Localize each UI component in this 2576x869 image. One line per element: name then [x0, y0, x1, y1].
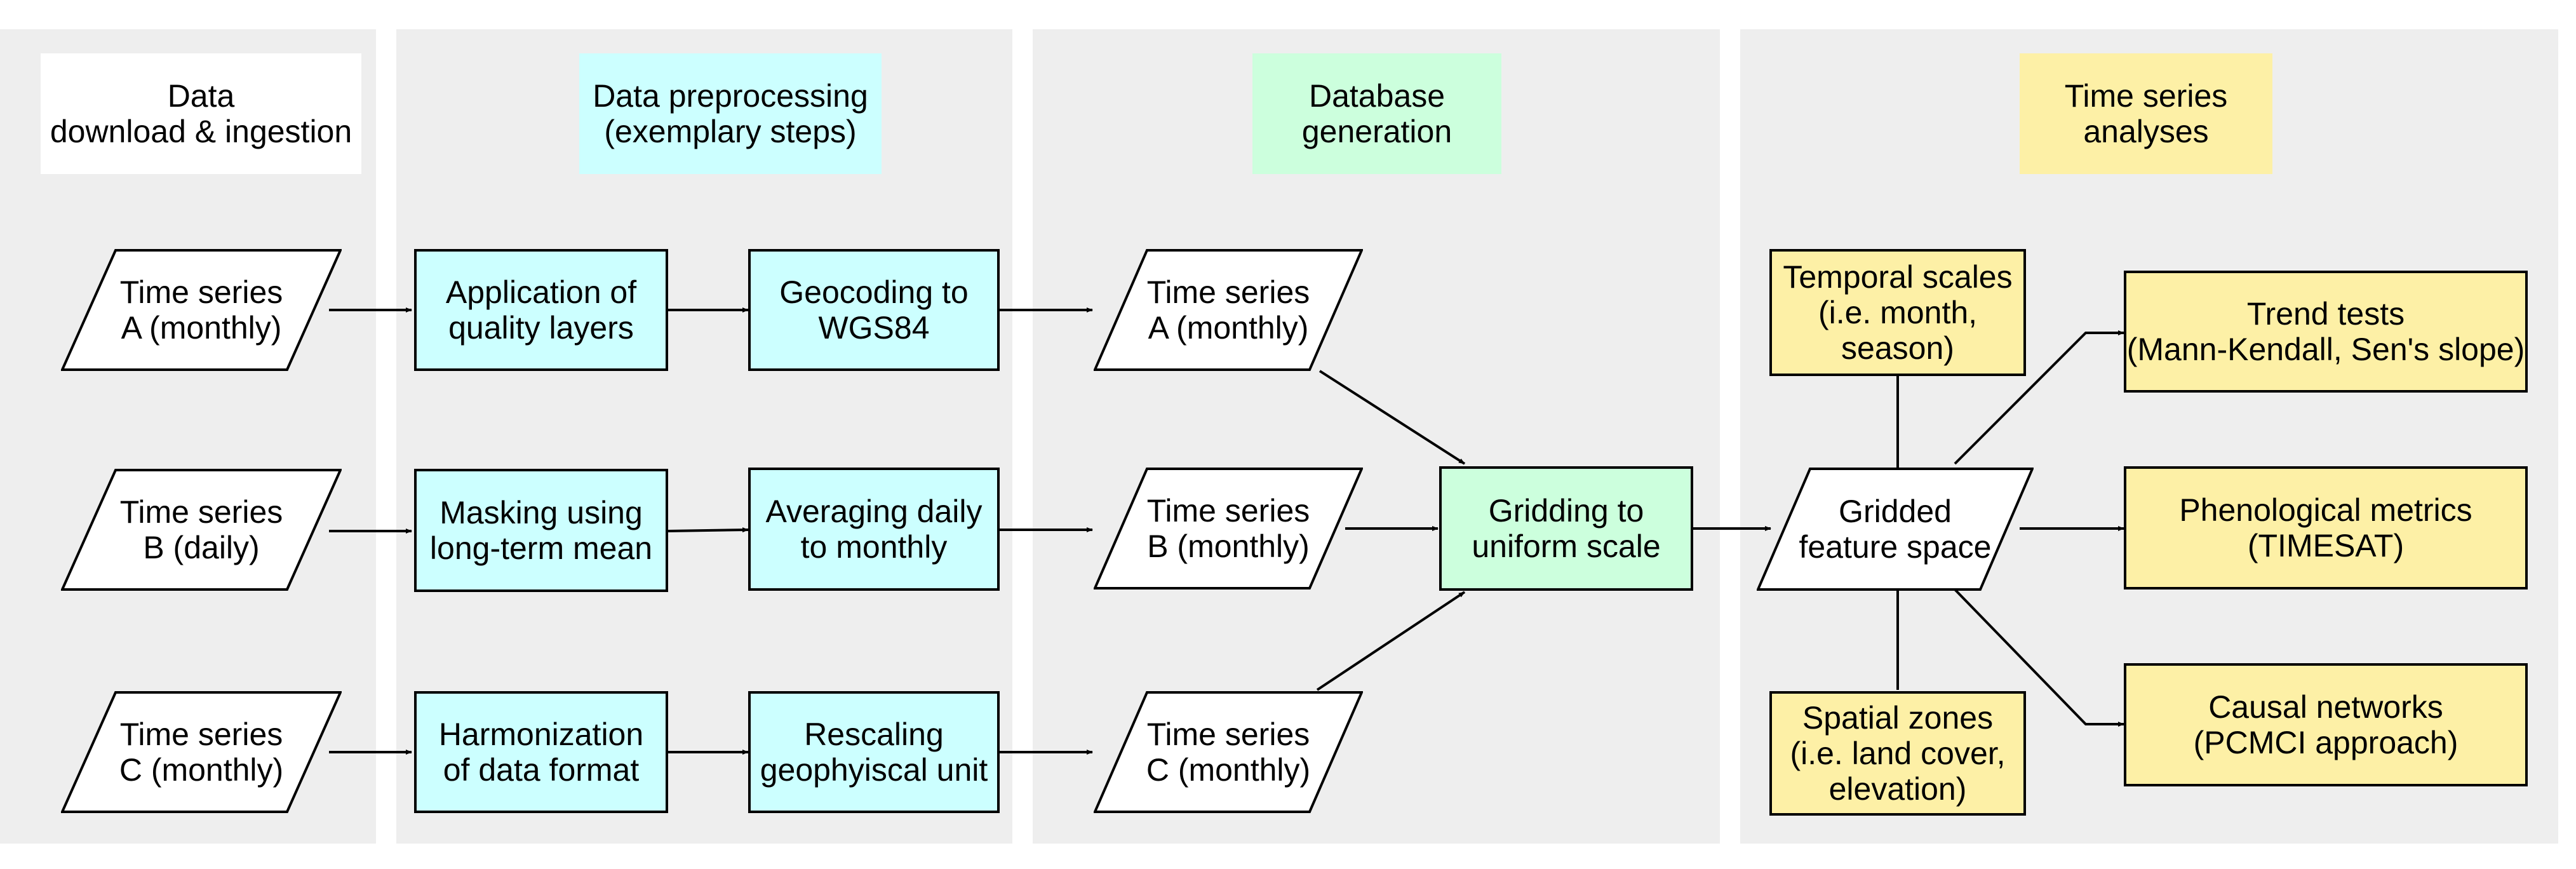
header-preprocessing: Data preprocessing (exemplary steps): [579, 53, 882, 174]
gridded-feature-space-label: Gridded feature space: [1799, 494, 1992, 565]
input-time-series-b-label: Time series B (daily): [119, 494, 283, 565]
arrow-masking-to-averaging: [667, 527, 749, 533]
db-time-series-b-label: Time series B (monthly): [1146, 493, 1310, 564]
trend-tests: Trend tests (Mann-Kendall, Sen's slope): [2124, 271, 2528, 393]
arrow-feature-space-to-trend: [1954, 330, 2124, 465]
step-averaging: Averaging daily to monthly: [748, 468, 1000, 591]
step-quality-layers: Application of quality layers: [414, 249, 668, 371]
db-time-series-a: Time series A (monthly): [1094, 249, 1363, 371]
step-masking: Masking using long-term mean: [414, 469, 668, 592]
input-time-series-b: Time series B (daily): [61, 469, 342, 591]
input-time-series-a-label: Time series A (monthly): [119, 274, 283, 346]
arrow-feature-space-to-causal: [1954, 588, 2124, 727]
step-gridding: Gridding to uniform scale: [1439, 466, 1693, 591]
db-time-series-c-label: Time series C (monthly): [1146, 717, 1311, 788]
spatial-zones: Spatial zones (i.e. land cover, elevatio…: [1769, 691, 2026, 816]
db-time-series-c: Time series C (monthly): [1094, 691, 1363, 813]
phenological-metrics: Phenological metrics (TIMESAT): [2124, 466, 2528, 589]
input-time-series-a: Time series A (monthly): [61, 249, 342, 371]
step-harmonization: Harmonization of data format: [414, 691, 668, 813]
causal-networks: Causal networks (PCMCI approach): [2124, 663, 2528, 786]
arrow-db-a-to-gridding: [1318, 370, 1466, 465]
input-time-series-c: Time series C (monthly): [61, 691, 342, 813]
step-rescaling: Rescaling geophyiscal unit: [748, 691, 1000, 813]
step-geocoding: Geocoding to WGS84: [748, 249, 1000, 371]
header-ingestion: Data download & ingestion: [41, 53, 361, 174]
db-time-series-b: Time series B (monthly): [1094, 468, 1363, 589]
header-analyses: Time series analyses: [2020, 53, 2272, 174]
gridded-feature-space: Gridded feature space: [1757, 468, 2034, 591]
input-time-series-c-label: Time series C (monthly): [119, 717, 284, 788]
arrow-db-c-to-gridding: [1316, 591, 1466, 691]
temporal-scales: Temporal scales (i.e. month, season): [1769, 249, 2026, 376]
db-time-series-a-label: Time series A (monthly): [1146, 274, 1310, 346]
header-database: Database generation: [1252, 53, 1501, 174]
